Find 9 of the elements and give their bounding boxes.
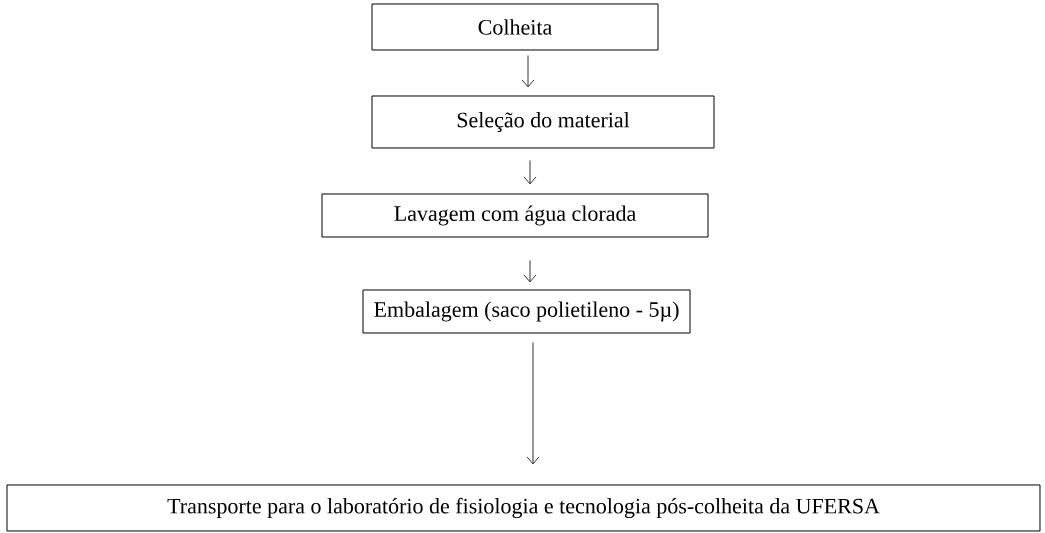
process-box: Lavagem com água clorada (321, 193, 709, 238)
process-box: Embalagem (saco polietileno - 5µ) (362, 289, 691, 334)
arrow (521, 55, 535, 88)
process-box: Colheita (371, 3, 659, 51)
arrow (523, 260, 537, 283)
process-box: Transporte para o laboratório de fisiologia e tecnologia pós-colheita da UFERSA (6, 484, 1041, 532)
process-box: Seleção do material (371, 95, 715, 149)
arrow (523, 160, 537, 185)
arrow (526, 342, 540, 465)
